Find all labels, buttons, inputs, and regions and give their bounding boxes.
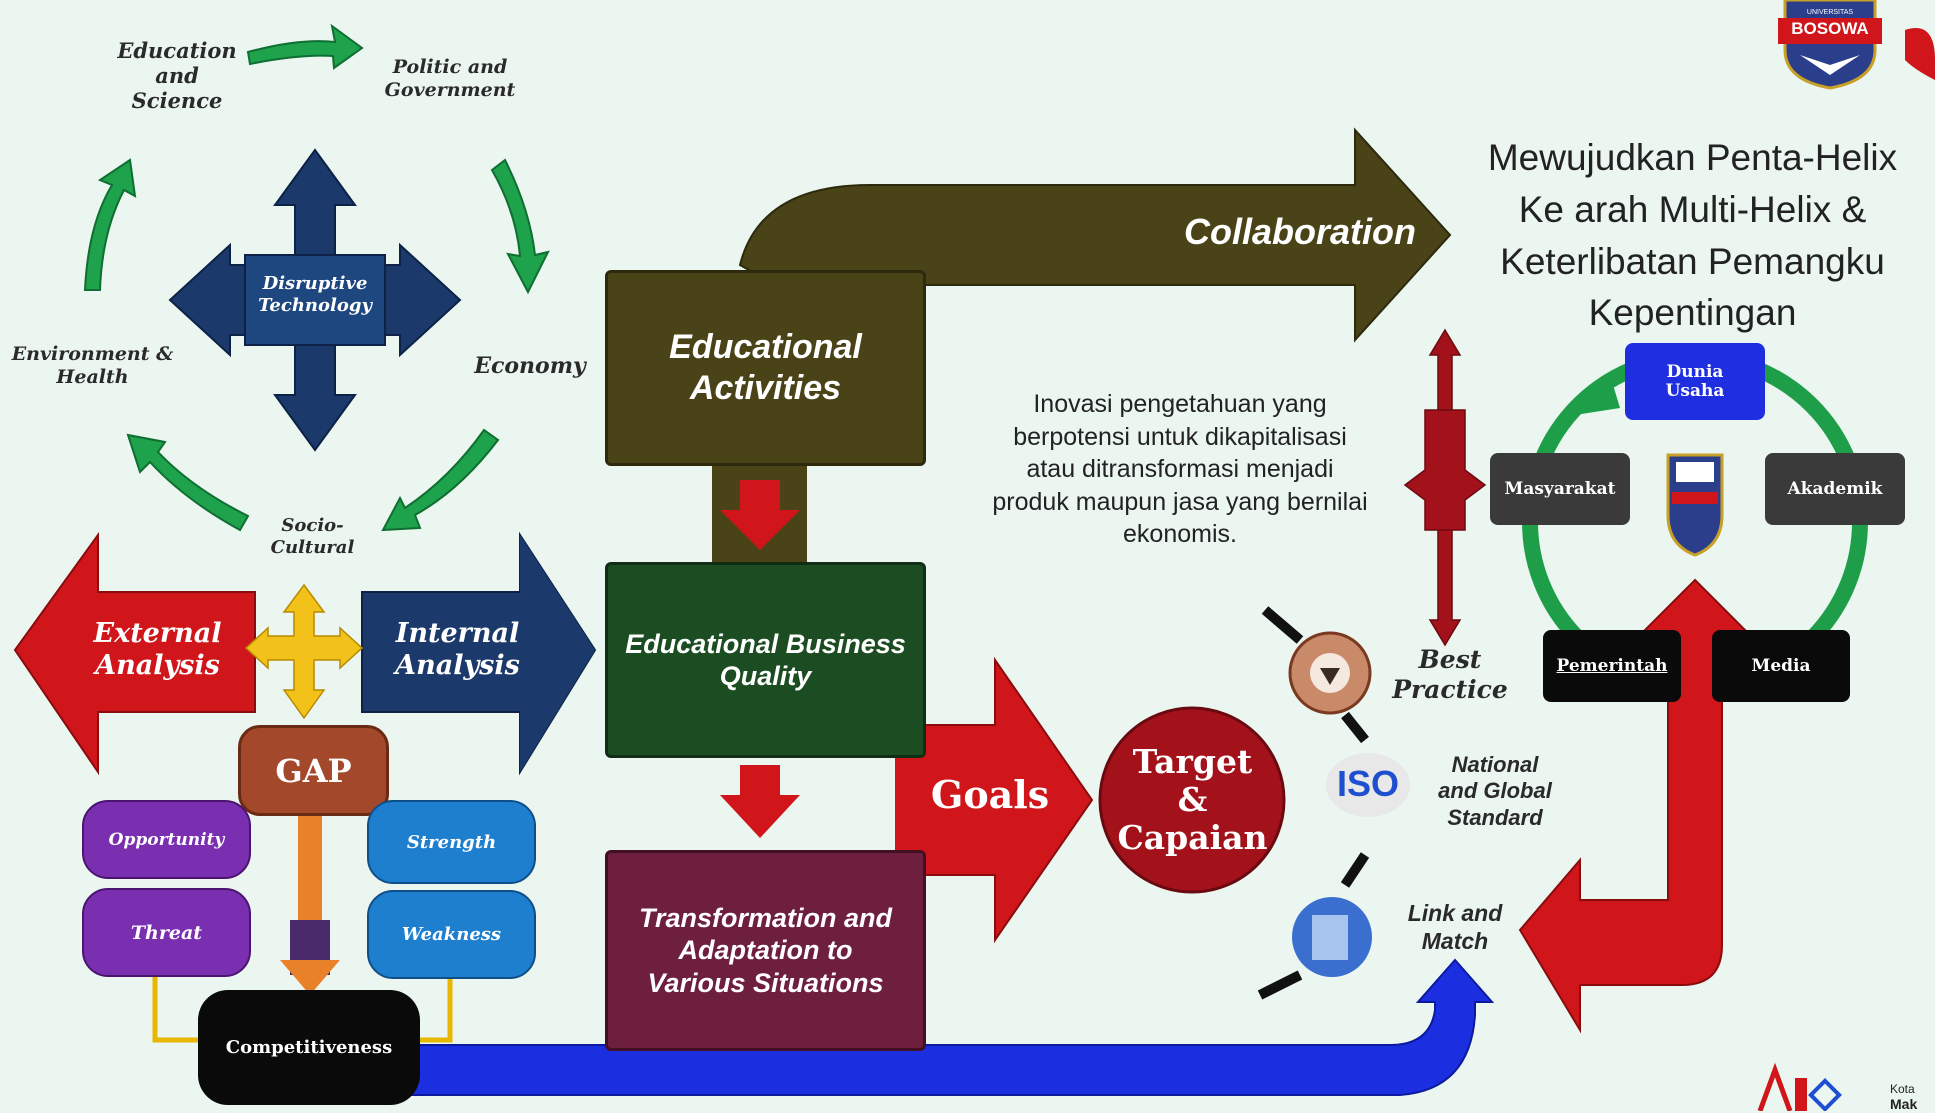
strength-label: Strength [406,831,497,853]
red-down-arrow-2 [720,765,800,838]
internal-analysis-arrow-head [520,535,595,772]
innovation-text: Inovasi pengetahuan yang berpotensi untu… [992,390,1368,548]
label-goals: Goals [930,772,1050,817]
transformation-box: Transformation and Adaptation to Various… [605,850,926,1051]
educational-activities-box: Educational Activities [605,270,926,466]
opportunity-label: Opportunity [108,829,225,850]
label-target: Target & Capaian [1117,742,1268,857]
label-collaboration: Collaboration [1184,211,1416,252]
label-socio-cultural: Socio- Cultural [270,515,355,558]
node-dunia-usaha: Dunia Usaha [1625,343,1765,420]
label-politic-government: Politic and Government [384,56,516,101]
gap-label: GAP [275,751,352,790]
label-education-science: Education and Science [117,38,237,114]
helix-center-crest [1666,453,1724,557]
standards-icons [1257,606,1410,1000]
weakness-pill: Weakness [367,890,536,979]
threat-pill: Threat [82,888,251,977]
opportunity-pill: Opportunity [82,800,251,879]
helix-red-arrow [1518,578,1758,1034]
red-down-arrow-1 [720,480,800,550]
university-badge [1778,0,1935,90]
label-external-analysis: External Analysis [93,618,222,682]
target-circle [1098,706,1286,894]
node-masyarakat: Masyarakat [1490,453,1630,525]
yellow-connector-left [152,975,210,1043]
node-akademik: Akademik [1765,453,1905,525]
iso-label: ISO [1336,763,1399,804]
cycle-arrows [83,23,550,532]
threat-label: Threat [130,921,203,944]
corner-logo [1757,1062,1842,1111]
label-internal-analysis: Internal Analysis [395,618,520,682]
competitiveness-blue-arrow [399,958,1495,1096]
competitiveness-box: Competitiveness [198,990,420,1105]
helix-heading: Mewujudkan Penta-Helix Ke arah Multi-Hel… [1487,137,1898,334]
yellow-cross [244,583,364,720]
node-media: Media [1712,630,1850,702]
corner-mak: Mak [1890,1096,1918,1112]
weakness-label: Weakness [401,924,502,945]
label-best-practice: Best Practice [1392,645,1508,704]
badge-small-text: UNIVERSITAS [1806,9,1854,16]
label-environment-health: Environment & Health [11,343,174,388]
label-economy: Economy [474,353,586,379]
label-national-global: National and Global Standard [1438,752,1552,830]
competitiveness-label: Competitiveness [225,1037,393,1058]
gap-box: GAP [238,725,389,816]
strength-pill: Strength [367,800,536,884]
business-quality-box: Educational Business Quality [605,562,926,758]
node-pemerintah: Pemerintah [1543,630,1681,702]
label-disruptive-technology: Disruptive Technology [258,273,372,316]
best-practice-arrow [1403,328,1487,647]
disruptive-technology-cross [168,148,462,452]
badge-name-text: BOSOWA [1791,19,1869,38]
corner-kota: Kota [1890,1082,1915,1096]
label-link-match: Link and Match [1407,900,1503,954]
